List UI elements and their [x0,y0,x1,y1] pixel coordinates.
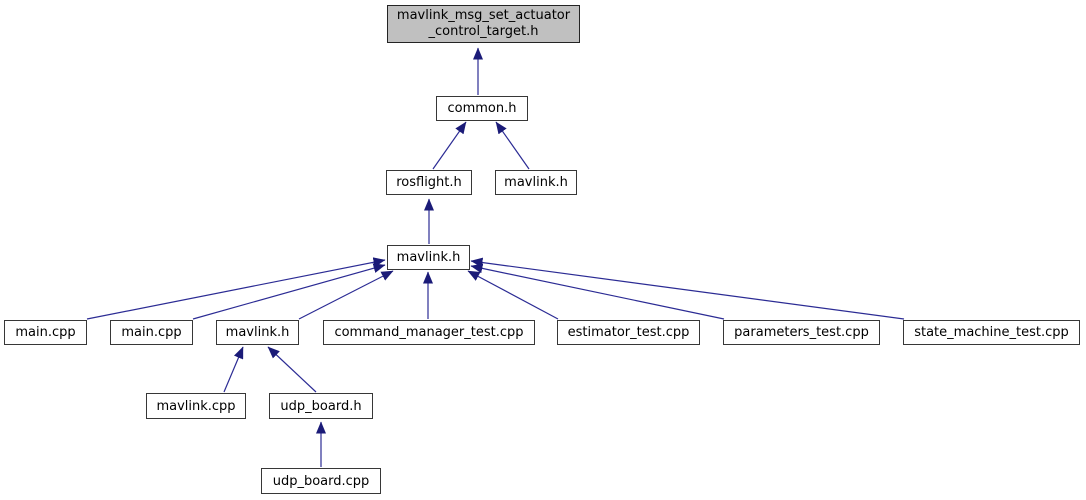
edge-mavlink-cpp-to-mavlink-board [223,346,244,393]
node-mavlink-h-lib[interactable]: mavlink.h [495,170,577,195]
node-label: mavlink.h [504,175,568,190]
node-label: main.cpp [15,325,76,340]
edge-mavlink-lib-to-common [495,121,530,170]
node-main-cpp-2[interactable]: main.cpp [110,320,193,345]
node-mavlink-h-core[interactable]: mavlink.h [387,245,470,270]
edge-rosflight-to-common [432,121,467,170]
node-label: mavlink.h [396,250,461,265]
node-mavlink-cpp[interactable]: mavlink.cpp [146,393,246,419]
node-main-cpp-1[interactable]: main.cpp [4,320,87,345]
node-label: parameters_test.cpp [734,325,869,340]
node-parameters-test-cpp[interactable]: parameters_test.cpp [723,320,880,345]
node-label: udp_board.h [280,398,362,414]
node-mavlink-h-board[interactable]: mavlink.h [216,320,299,345]
node-rosflight-h[interactable]: rosflight.h [386,170,472,195]
edge-parameters-test-to-mavlink-core [470,263,725,320]
node-label: state_machine_test.cpp [914,325,1069,340]
edge-main2-to-mavlink-core [192,263,386,320]
edge-state-machine-test-to-mavlink-core [470,257,905,320]
node-label: udp_board.cpp [272,473,370,489]
node-state-machine-test-cpp[interactable]: state_machine_test.cpp [903,320,1080,345]
node-label: rosflight.h [396,175,462,190]
node-root-mavlink-msg-set-actuator-control-target-h: mavlink_msg_set_actuator _control_target… [387,5,580,43]
node-label: command_manager_test.cpp [334,325,524,340]
node-label: common.h [447,101,517,116]
edge-main1-to-mavlink-core [86,257,386,320]
node-udp-board-h[interactable]: udp_board.h [269,393,373,419]
node-udp-board-cpp[interactable]: udp_board.cpp [261,468,381,494]
node-label: mavlink.h [225,325,290,340]
node-label: mavlink.cpp [156,398,236,414]
edge-udp-board-h-to-mavlink-board [267,346,317,393]
node-command-manager-test-cpp[interactable]: command_manager_test.cpp [323,320,535,345]
node-common-h[interactable]: common.h [436,96,528,121]
edge-estimator-test-to-mavlink-core [467,270,559,320]
edge-mavlink-board-to-mavlink-core [298,270,394,320]
node-label: estimator_test.cpp [567,325,690,340]
root-label-line1: mavlink_msg_set_actuator [396,8,571,23]
node-label: main.cpp [121,325,182,340]
node-estimator-test-cpp[interactable]: estimator_test.cpp [557,320,700,345]
root-label-line2: _control_target.h [428,24,539,39]
